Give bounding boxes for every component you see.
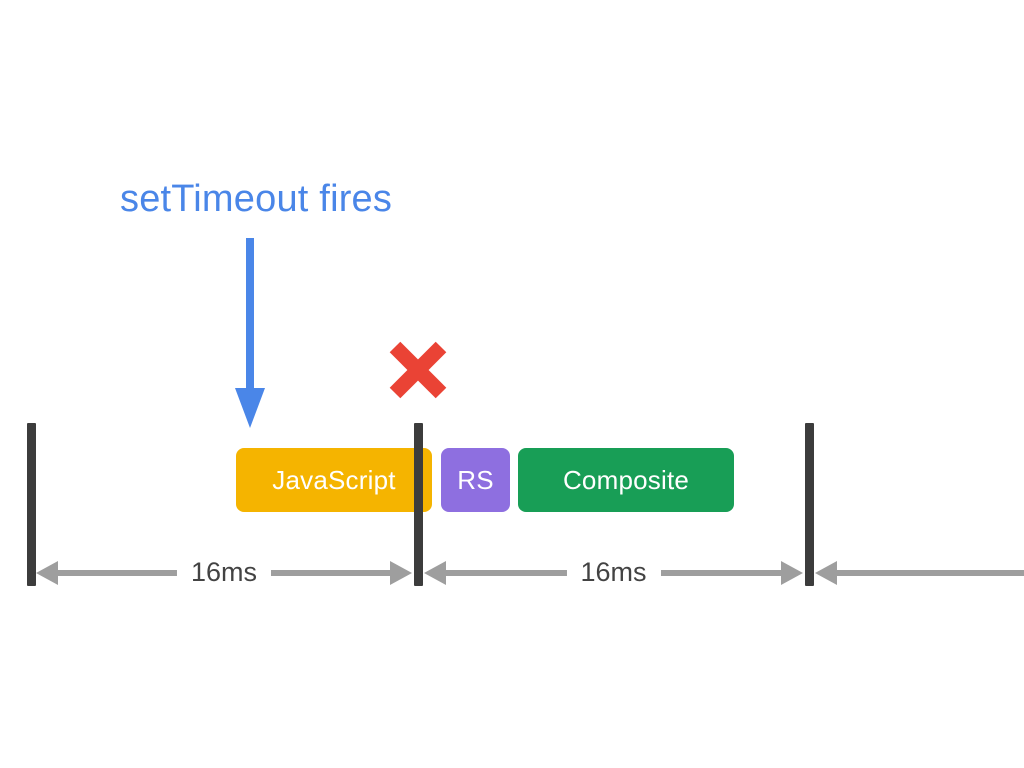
settimeout-annotation-label: setTimeout fires xyxy=(120,178,393,220)
task-bar-recalc-style[interactable]: RS xyxy=(441,448,510,512)
dropped-frame-x-icon xyxy=(386,338,450,402)
arrow-head-left-icon xyxy=(424,561,446,585)
arrow-head-right-icon xyxy=(781,561,803,585)
frame-duration-measure-0: 16ms xyxy=(36,552,412,594)
frame-boundary-tick-2 xyxy=(805,423,814,586)
arrow-head-right-icon xyxy=(390,561,412,585)
frame-boundary-tick-1 xyxy=(414,423,423,586)
frame-duration-measure-2: 16 xyxy=(815,552,1024,594)
arrow-head-left-icon xyxy=(36,561,58,585)
settimeout-down-arrow-icon xyxy=(234,238,266,428)
measure-line xyxy=(835,570,1024,576)
frame-duration-label-1: 16ms xyxy=(566,552,661,592)
frame-duration-measure-1: 16ms xyxy=(424,552,803,594)
task-bar-composite[interactable]: Composite xyxy=(518,448,734,512)
frame-duration-label-0: 16ms xyxy=(176,552,272,592)
task-bar-javascript[interactable]: JavaScript xyxy=(236,448,432,512)
frame-boundary-tick-0 xyxy=(27,423,36,586)
arrow-head-left-icon xyxy=(815,561,837,585)
